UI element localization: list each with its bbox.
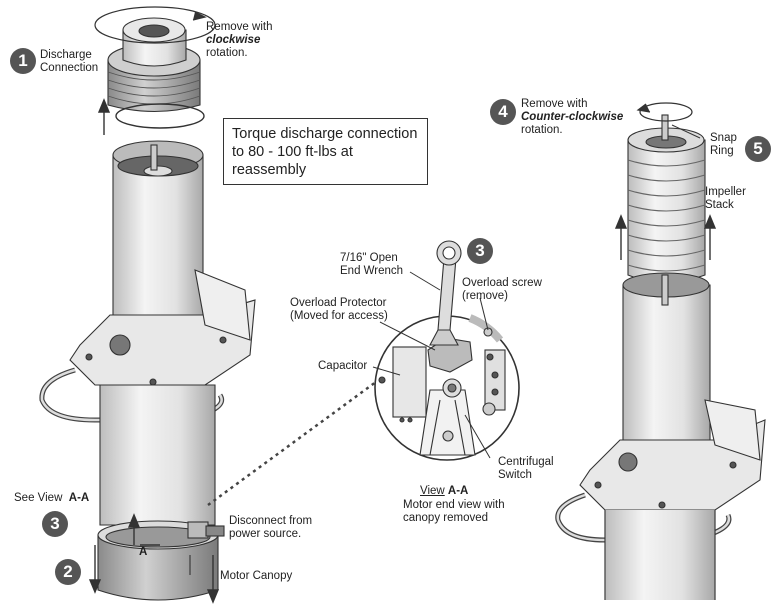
torque-callout: Torque discharge connection to 80 - 100 … xyxy=(223,118,428,185)
see-view-text: See View xyxy=(14,492,63,504)
right-arrows xyxy=(614,124,717,260)
step-5-badge: 5 xyxy=(745,136,771,162)
counterclockwise-rotation-arrow xyxy=(636,102,693,122)
remove-clockwise-label: Remove with clockwise rotation. xyxy=(206,21,272,60)
right-pump-assembly xyxy=(555,114,766,600)
left-arrows xyxy=(88,98,220,604)
step-1-badge: 1 xyxy=(10,48,36,74)
overload-protector-label: Overload Protector (Moved for access) xyxy=(290,297,388,322)
step-4-badge: 4 xyxy=(490,99,516,125)
disconnect-label: Disconnect from power source. xyxy=(229,515,313,540)
left-pump-assembly xyxy=(39,17,256,601)
view-leader-lines xyxy=(372,271,491,459)
motor-canopy-label: Motor Canopy xyxy=(220,570,293,582)
remove-ccw-line3: rotation. xyxy=(521,124,563,136)
capacitor-label: Capacitor xyxy=(318,360,368,372)
step-3-badge-left: 3 xyxy=(42,511,68,537)
wrench-label: 7/16" Open End Wrench xyxy=(340,252,404,277)
discharge-connection-label: Discharge Connection xyxy=(40,49,99,74)
remove-cw-word: clockwise xyxy=(206,34,261,46)
see-view-label: See View A-A xyxy=(14,492,89,505)
motor-end-view xyxy=(374,240,520,461)
overload-screw-label: Overload screw (remove) xyxy=(462,277,542,302)
step-3-badge-view: 3 xyxy=(467,238,493,264)
remove-cw-line3: rotation. xyxy=(206,47,248,59)
remove-cw-line1: Remove with xyxy=(206,21,273,33)
see-view-code: A-A xyxy=(68,492,90,504)
discharge-connection xyxy=(107,17,205,129)
view-aa-connector-line xyxy=(207,366,396,507)
motor-end-view-label: Motor end view with canopy removed xyxy=(403,499,505,524)
view-aa-code: A-A xyxy=(447,485,469,497)
clockwise-rotation-arrow xyxy=(94,6,216,44)
centrifugal-switch-label: Centrifugal Switch xyxy=(498,456,554,481)
view-aa-title: View A-A xyxy=(420,485,468,498)
remove-ccw-label: Remove with Counter-clockwise rotation. xyxy=(521,98,623,137)
view-word: View xyxy=(420,485,445,497)
remove-ccw-word: Counter-clockwise xyxy=(521,111,624,123)
section-a-label: A xyxy=(139,546,148,558)
remove-ccw-line1: Remove with xyxy=(521,98,588,110)
step-2-badge: 2 xyxy=(55,559,81,585)
snap-ring-label: Snap Ring xyxy=(710,132,737,157)
impeller-stack-label: Impeller Stack xyxy=(705,186,746,211)
